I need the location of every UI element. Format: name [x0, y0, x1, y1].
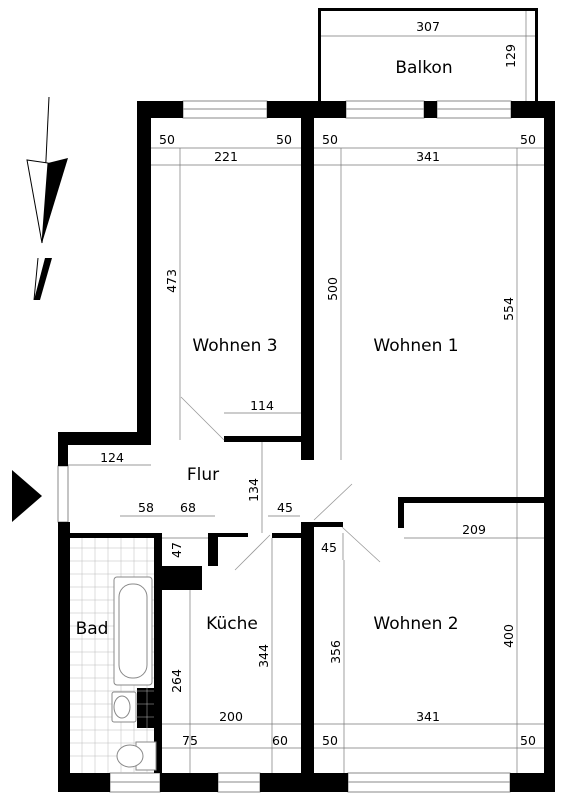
dim-label: 264: [169, 669, 184, 693]
entrance-arrow-icon: [12, 470, 42, 522]
room-label-wohnen-3: Wohnen 3: [192, 336, 277, 356]
balcony-outline: [318, 8, 538, 101]
dim-label: 50: [159, 132, 175, 147]
dim-label: 473: [164, 269, 179, 293]
room-label-bad: Bad: [76, 619, 109, 639]
dim-label: 58: [138, 500, 154, 515]
dim-label: 50: [322, 733, 338, 748]
dim-label: 50: [520, 132, 536, 147]
room-label-kueche: Küche: [206, 614, 258, 634]
dim-label: 60: [272, 733, 288, 748]
room-label-balkon: Balkon: [395, 58, 452, 78]
room-label-wohnen-1: Wohnen 1: [373, 336, 458, 356]
dim-label: 134: [246, 478, 261, 502]
north-arrow-icon: [26, 96, 68, 301]
bathtub: [113, 576, 153, 686]
room-label-wohnen-2: Wohnen 2: [373, 614, 458, 634]
dim-label: 356: [328, 640, 343, 664]
dim-label: 344: [256, 644, 271, 668]
dim-label: 50: [276, 132, 292, 147]
window-frames: [57, 100, 512, 793]
dim-label: 307: [416, 19, 440, 34]
dim-label: 221: [214, 149, 238, 164]
dim-label: 129: [503, 44, 518, 68]
dim-label: 50: [520, 733, 536, 748]
dim-label: 124: [100, 450, 124, 465]
dim-label: 400: [501, 624, 516, 648]
dim-label: 114: [250, 398, 274, 413]
room-label-flur: Flur: [187, 465, 219, 485]
exterior-walls: [58, 101, 555, 792]
dim-label: 45: [277, 500, 293, 515]
dim-label: 47: [169, 542, 184, 558]
dim-label: 500: [325, 277, 340, 301]
door-swings: [180, 396, 381, 571]
dim-label: 50: [322, 132, 338, 147]
dim-label: 75: [182, 733, 198, 748]
dimension-lines: [68, 11, 544, 773]
dim-label: 68: [180, 500, 196, 515]
toilet: [116, 741, 157, 771]
dim-label: 341: [416, 709, 440, 724]
interior-walls: [70, 101, 548, 775]
dim-label: 200: [219, 709, 243, 724]
dim-label: 209: [462, 522, 486, 537]
dim-label: 341: [416, 149, 440, 164]
dim-label: 45: [321, 540, 337, 555]
dim-label: 554: [501, 297, 516, 321]
bathroom-sink: [111, 691, 137, 723]
